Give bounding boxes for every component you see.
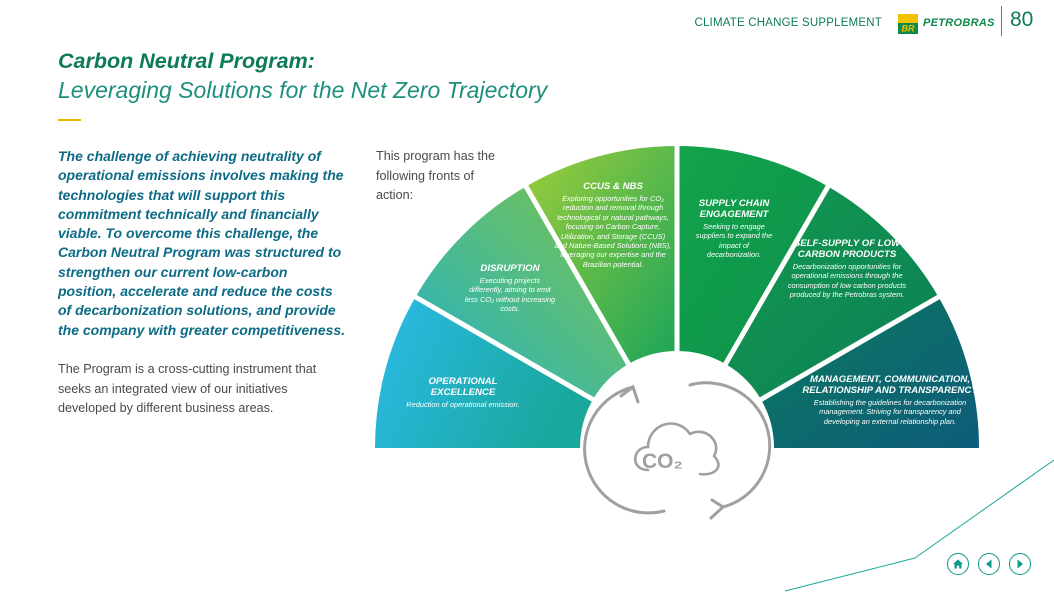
front-description: Reduction of operational emission. (406, 400, 520, 409)
home-icon (953, 559, 963, 569)
front-ccus-nbs: CCUS & NBS Exploring opportunities for C… (554, 181, 672, 269)
home-button[interactable] (947, 553, 969, 575)
front-management-communication: MANAGEMENT, COMMUNICATION, RELATIONSHIP … (802, 374, 978, 426)
front-description: Exploring opportunities for CO₂ reductio… (554, 194, 672, 269)
front-supply-chain-engagement: SUPPLY CHAIN ENGAGEMENT Seeking to engag… (692, 198, 776, 260)
wheel-segment-self-supply-low-carbon (725, 186, 939, 400)
wheel-separator (722, 181, 833, 367)
front-title: DISRUPTION (480, 263, 540, 274)
front-description: Decarbonization opportunities for operat… (787, 262, 907, 300)
page-subtitle: Leveraging Solutions for the Net Zero Tr… (58, 77, 548, 103)
wheel-segment-management-communication (761, 297, 979, 448)
co2-label: CO₂ (642, 450, 683, 473)
title-accent-bar (58, 119, 81, 121)
front-disruption: DISRUPTION Executing projects differentl… (464, 263, 556, 314)
wheel-segment-ccus-nbs (526, 146, 677, 364)
wheel-segment-disruption (415, 186, 629, 400)
front-description: Establishing the guidelines for decarbon… (813, 398, 967, 426)
arrow-right-icon (1017, 559, 1023, 569)
brand-name: PETROBRAS (923, 17, 995, 29)
arrow-left-icon (986, 559, 992, 569)
page-number: 80 (1010, 8, 1034, 31)
brand-logo-text: BR (902, 24, 915, 34)
front-self-supply-low-carbon: SELF-SUPPLY OF LOW CARBON PRODUCTS Decar… (784, 238, 910, 300)
intro-body-paragraph: The Program is a cross-cutting instrumen… (58, 362, 317, 416)
wheel-segment-operational-excellence (375, 297, 593, 448)
front-title: OPERATIONAL EXCELLENCE (428, 376, 498, 398)
front-description: Executing projects differently, aiming t… (464, 276, 556, 314)
wheel-separator (758, 292, 944, 403)
front-operational-excellence: OPERATIONAL EXCELLENCE Reduction of oper… (404, 376, 522, 409)
wheel-separator (521, 181, 632, 367)
page-title: Carbon Neutral Program: (58, 49, 315, 73)
header-divider (1001, 6, 1002, 36)
intro-lead-paragraph: The challenge of achieving neutrality of… (58, 148, 346, 338)
front-title: CCUS & NBS (583, 181, 643, 192)
wheel-separator (410, 292, 596, 403)
fronts-intro-text: This program has the following fronts of… (376, 149, 495, 202)
wheel-segment-supply-chain-engagement (677, 146, 828, 364)
co2-cycle-icon: CO₂ (583, 381, 772, 520)
front-title: SELF-SUPPLY OF LOW CARBON PRODUCTS (793, 238, 901, 260)
next-page-button[interactable] (1009, 553, 1031, 575)
supplement-label: CLIMATE CHANGE SUPPLEMENT (694, 17, 882, 29)
front-description: Seeking to engage suppliers to expand th… (695, 222, 773, 260)
front-title: MANAGEMENT, COMMUNICATION, RELATIONSHIP … (802, 374, 978, 396)
previous-page-button[interactable] (978, 553, 1000, 575)
front-title: SUPPLY CHAIN ENGAGEMENT (698, 198, 770, 220)
petrobras-logo-icon: BR (898, 14, 918, 34)
